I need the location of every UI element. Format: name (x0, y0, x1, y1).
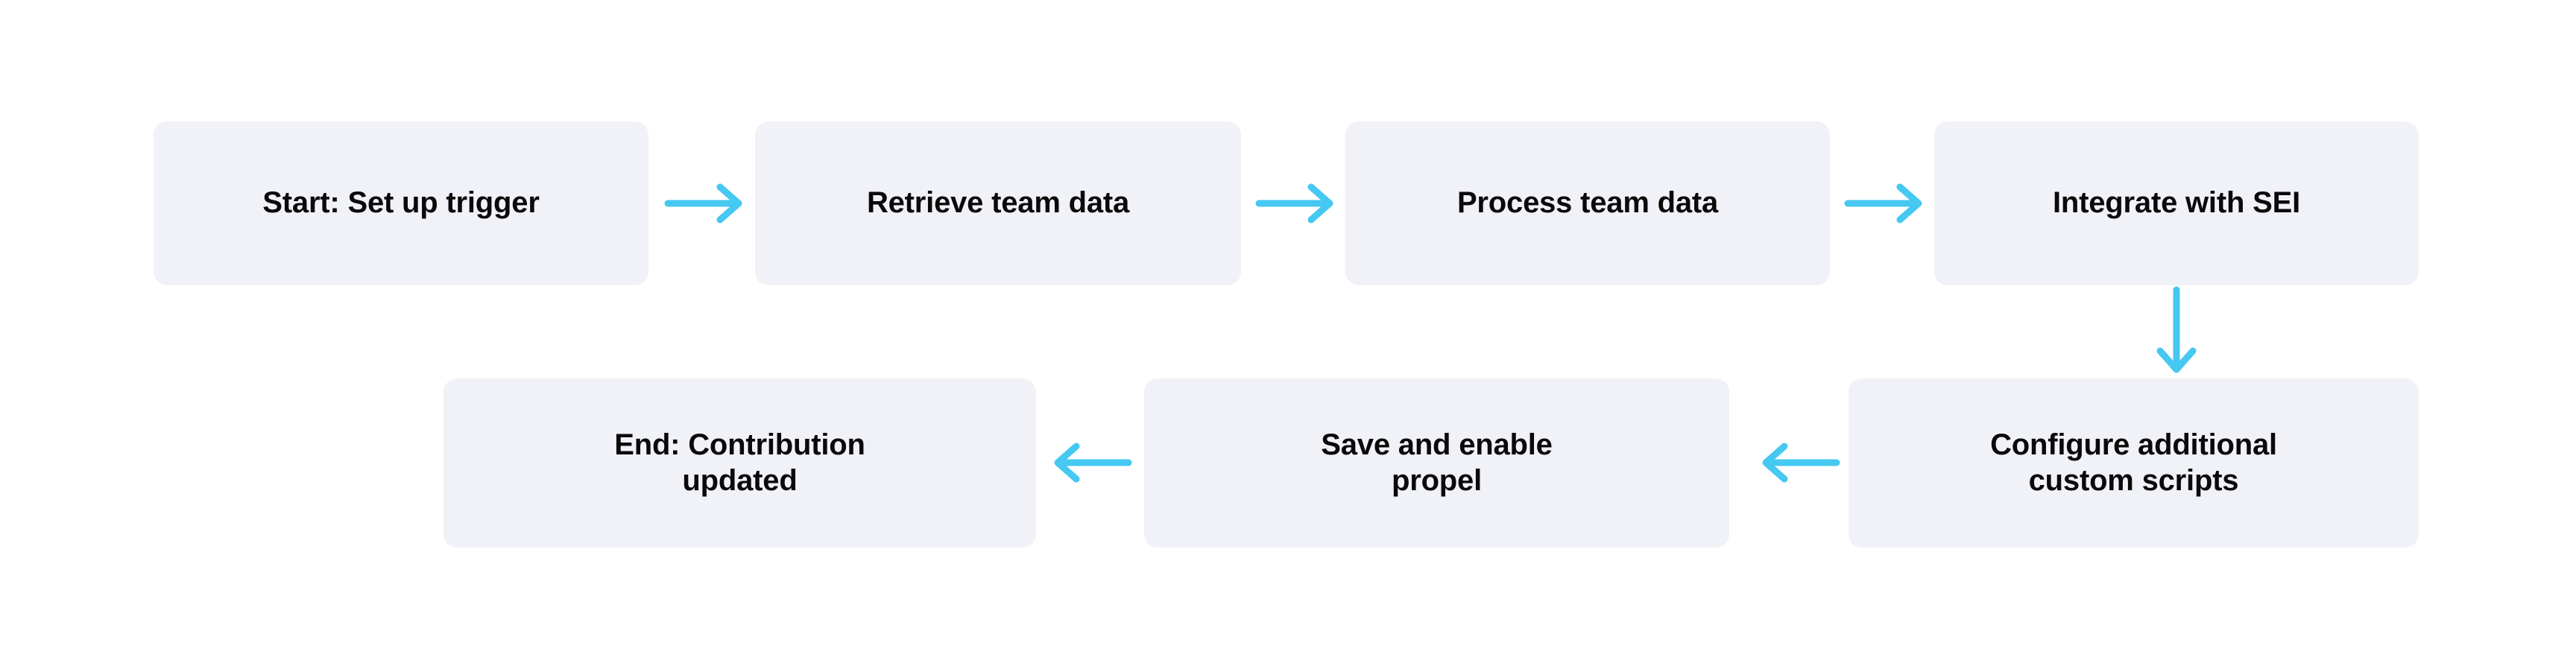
arrow-left-configure-to-save (1752, 437, 1841, 489)
arrow-right-process-to-integrate (1843, 177, 1933, 229)
flow-node-save-and-enable-propel[interactable]: Save and enable propel (1144, 378, 1729, 548)
flow-node-integrate-with-sei[interactable]: Integrate with SEI (1934, 121, 2419, 285)
flow-node-end-contribution-updated[interactable]: End: Contribution updated (443, 378, 1036, 548)
flow-node-label: Configure additional custom scripts (1990, 428, 2277, 497)
flow-node-configure-custom-scripts[interactable]: Configure additional custom scripts (1849, 378, 2419, 548)
arrow-right-retrieve-to-process (1254, 177, 1344, 229)
flow-node-label: Retrieve team data (866, 186, 1130, 220)
flow-node-retrieve-team-data[interactable]: Retrieve team data (755, 121, 1241, 285)
flow-node-label: Integrate with SEI (2052, 186, 2300, 220)
flow-node-label: Start: Set up trigger (262, 186, 540, 220)
arrow-left-save-to-end (1044, 437, 1133, 489)
arrow-down-integrate-to-configure (2150, 285, 2203, 382)
flow-node-start[interactable]: Start: Set up trigger (154, 121, 648, 285)
flow-node-label: Process team data (1456, 186, 1719, 220)
arrow-right-start-to-retrieve (663, 177, 753, 229)
flow-node-label: Save and enable propel (1321, 428, 1553, 497)
flow-node-label: End: Contribution updated (614, 428, 865, 497)
flow-node-process-team-data[interactable]: Process team data (1345, 121, 1830, 285)
